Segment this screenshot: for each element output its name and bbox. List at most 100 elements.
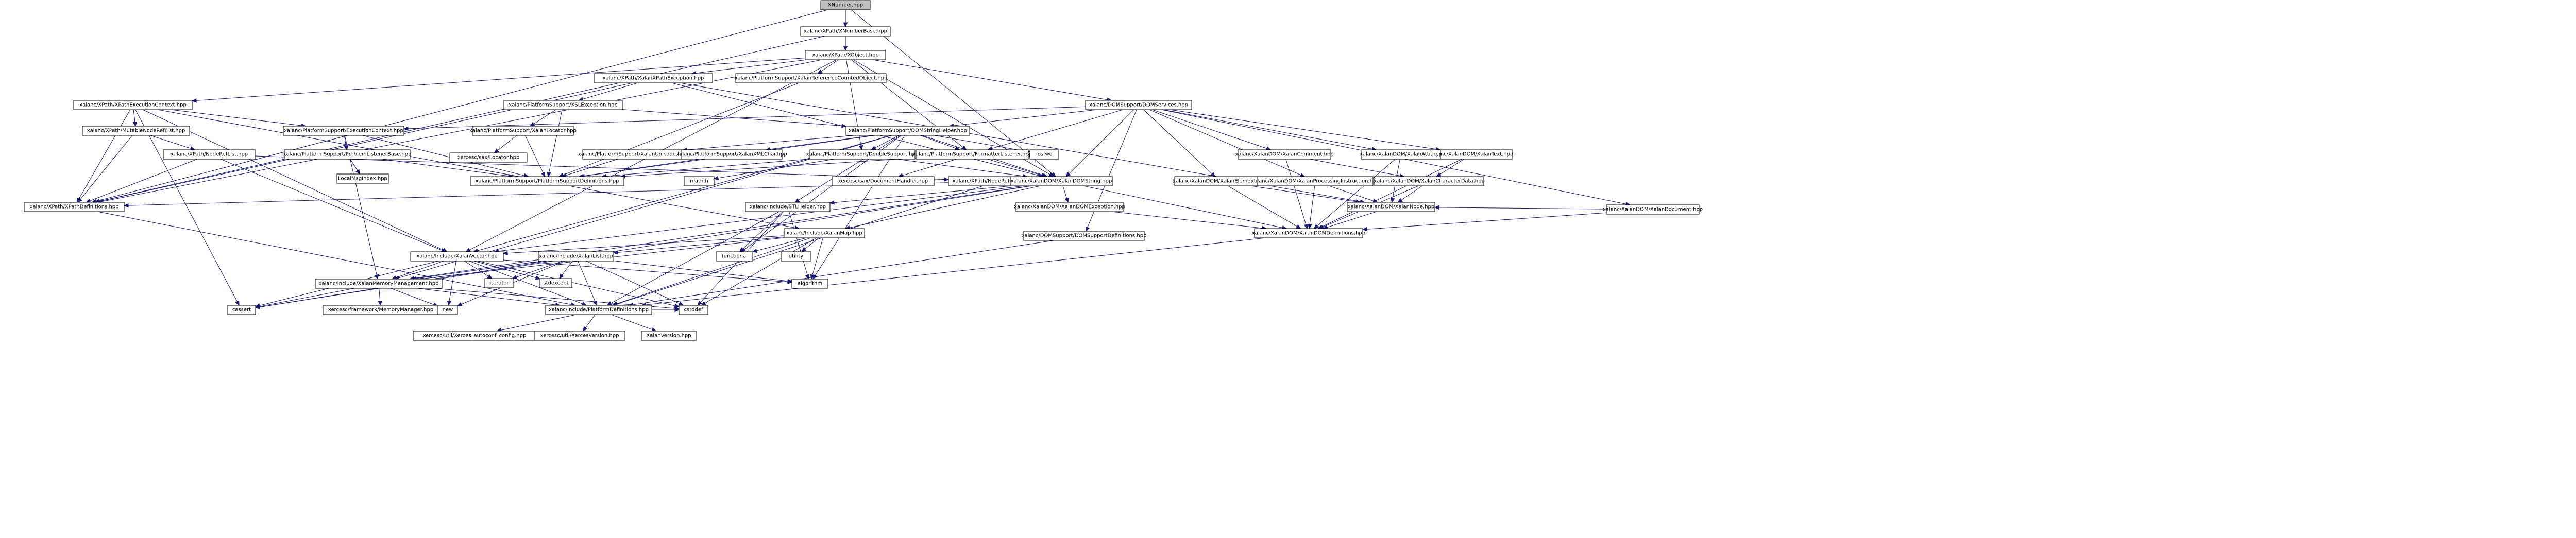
node-box[interactable] [1257, 176, 1374, 186]
node-iterator[interactable]: iterator [484, 278, 514, 288]
node-box[interactable] [1023, 231, 1145, 241]
node-box[interactable] [641, 331, 697, 341]
node-box[interactable] [594, 73, 713, 83]
node-xalanversion[interactable]: XalanVersion.hpp [641, 331, 697, 341]
node-xalandocument[interactable]: xalanc/XalanDOM/XalanDocument.hpp [1603, 204, 1703, 215]
node-cstddef[interactable]: cstddef [679, 305, 708, 315]
node-box[interactable] [791, 279, 828, 289]
node-domservices[interactable]: xalanc/DOMSupport/DOMServices.hpp [1085, 100, 1192, 110]
node-domstringhelper[interactable]: xalanc/PlatformSupport/DOMStringHelper.h… [845, 126, 970, 136]
node-saxlocator[interactable]: xercesc/sax/Locator.hpp [449, 152, 528, 163]
node-box[interactable] [684, 176, 715, 186]
node-xpathexception[interactable]: xalanc/XPath/XalanXPathException.hpp [594, 73, 713, 83]
node-xalanchardata[interactable]: xalanc/XalanDOM/XalanCharacterData.hpp [1374, 176, 1485, 186]
node-box[interactable] [437, 305, 458, 315]
node-xalannode[interactable]: xalanc/XalanDOM/XalanNode.hpp [1347, 202, 1435, 212]
node-xnumber[interactable]: XNumber.hpp [820, 0, 871, 10]
node-box[interactable] [227, 305, 256, 315]
node-platformdefs[interactable]: xalanc/Include/PlatformDefinitions.hpp [545, 305, 652, 315]
node-box[interactable] [1347, 202, 1435, 212]
node-box[interactable] [809, 149, 916, 160]
node-stlhelper[interactable]: xalanc/Include/STLHelper.hpp [745, 202, 831, 212]
node-box[interactable] [1015, 202, 1124, 212]
node-xalantext[interactable]: xalanc/XalanDOM/XalanText.hpp [1430, 149, 1514, 160]
node-localmsgindex[interactable]: LocalMsgIndex.hpp [336, 173, 389, 184]
node-cassert[interactable]: cassert [227, 305, 256, 315]
node-box[interactable] [449, 152, 528, 163]
node-documenthandler[interactable]: xercesc/sax/DocumentHandler.hpp [832, 176, 935, 186]
node-box[interactable] [410, 251, 504, 262]
node-box[interactable] [284, 149, 411, 160]
node-box[interactable] [681, 149, 783, 160]
node-xpathexeccontext[interactable]: xalanc/XPath/XPathExecutionContext.hpp [73, 100, 193, 110]
node-xalandomstring[interactable]: xalanc/XalanDOM/XalanDOMString.hpp [1010, 176, 1113, 186]
node-xobject[interactable]: xalanc/XPath/XObject.hpp [805, 50, 886, 60]
node-xalanlist[interactable]: xalanc/Include/XalanList.hpp [538, 251, 614, 262]
node-box[interactable] [716, 251, 753, 262]
node-box[interactable] [470, 176, 624, 186]
node-box[interactable] [735, 73, 887, 83]
node-box[interactable] [163, 149, 256, 160]
node-functional[interactable]: functional [716, 251, 753, 262]
node-formatterlistener[interactable]: xalanc/PlatformSupport/FormatterListener… [912, 149, 1032, 160]
node-xalanunicode[interactable]: xalanc/PlatformSupport/XalanUnicode.hpp [578, 149, 687, 160]
node-xalanmap[interactable]: xalanc/Include/XalanMap.hpp [784, 228, 865, 238]
node-box[interactable] [784, 228, 865, 238]
node-xalancomment[interactable]: xalanc/XalanDOM/XalanComment.hpp [1235, 149, 1334, 160]
node-xalanxmlchar[interactable]: xalanc/PlatformSupport/XalanXMLChar.hpp [676, 149, 787, 160]
node-xalandomexception[interactable]: xalanc/XalanDOM/XalanDOMException.hpp [1014, 202, 1125, 212]
node-box[interactable] [1238, 149, 1331, 160]
node-newh[interactable]: new [437, 305, 458, 315]
node-mutablenodereflist[interactable]: xalanc/XPath/MutableNodeRefList.hpp [82, 126, 190, 136]
node-box[interactable] [1029, 149, 1059, 160]
node-box[interactable] [82, 126, 190, 136]
node-box[interactable] [916, 149, 1029, 160]
node-execcontext[interactable]: xalanc/PlatformSupport/ExecutionContext.… [283, 126, 404, 136]
node-box[interactable] [1085, 100, 1192, 110]
node-box[interactable] [679, 305, 708, 315]
node-autoconfig[interactable]: xercesc/util/Xerces_autoconf_config.hpp [413, 331, 536, 341]
node-box[interactable] [545, 305, 652, 315]
node-box[interactable] [539, 278, 572, 288]
node-box[interactable] [845, 126, 970, 136]
node-memorymgmt[interactable]: xalanc/Include/XalanMemoryManagement.hpp [315, 279, 443, 289]
node-domsupportdefs[interactable]: xalanc/DOMSupport/DOMSupportDefinitions.… [1022, 231, 1147, 241]
node-box[interactable] [503, 100, 623, 110]
node-box[interactable] [283, 126, 404, 136]
node-box[interactable] [336, 173, 389, 184]
node-xalanpi[interactable]: xalanc/XalanDOM/XalanProcessingInstructi… [1251, 176, 1380, 186]
node-xalanrefcounted[interactable]: xalanc/PlatformSupport/XalanReferenceCou… [735, 73, 888, 83]
node-box[interactable] [534, 331, 625, 341]
node-box[interactable] [820, 0, 871, 10]
node-box[interactable] [1361, 149, 1441, 160]
node-xalanvector[interactable]: xalanc/Include/XalanVector.hpp [410, 251, 504, 262]
node-xslexception[interactable]: xalanc/PlatformSupport/XSLException.hpp [503, 100, 623, 110]
node-box[interactable] [24, 202, 125, 212]
node-box[interactable] [1254, 228, 1363, 238]
node-memorymanager[interactable]: xercesc/framework/MemoryManager.hpp [323, 305, 439, 315]
node-box[interactable] [1374, 176, 1484, 186]
node-doublesupport[interactable]: xalanc/PlatformSupport/DoubleSupport.hpp [806, 149, 919, 160]
node-box[interactable] [805, 50, 886, 60]
node-box[interactable] [832, 176, 935, 186]
node-box[interactable] [1606, 204, 1700, 215]
node-xalanlocator[interactable]: xalanc/PlatformSupport/XalanLocator.hpp [469, 126, 577, 136]
node-mathh[interactable]: math.h [684, 176, 715, 186]
node-utility[interactable]: utility [781, 251, 811, 262]
node-iosfwd[interactable]: iosfwd [1029, 149, 1059, 160]
node-xpathdefs[interactable]: xalanc/XPath/XPathDefinitions.hpp [24, 202, 125, 212]
node-xalandomdefs[interactable]: xalanc/XalanDOM/XalanDOMDefinitions.hpp [1252, 228, 1365, 238]
node-box[interactable] [745, 202, 831, 212]
node-box[interactable] [800, 26, 891, 37]
node-nodereflist[interactable]: xalanc/XPath/NodeRefList.hpp [163, 149, 256, 160]
node-platformsupportdefs[interactable]: xalanc/PlatformSupport/PlatformSupportDe… [470, 176, 624, 186]
node-box[interactable] [484, 278, 514, 288]
node-box[interactable] [781, 251, 811, 262]
node-box[interactable] [538, 251, 614, 262]
node-algorithm[interactable]: algorithm [791, 279, 828, 289]
node-box[interactable] [472, 126, 574, 136]
node-stdexcept[interactable]: stdexcept [539, 278, 572, 288]
node-xercesversion[interactable]: xercesc/util/XercesVersion.hpp [534, 331, 625, 341]
node-problemlistener[interactable]: xalanc/PlatformSupport/ProblemListenerBa… [283, 149, 412, 160]
node-box[interactable] [315, 279, 443, 289]
